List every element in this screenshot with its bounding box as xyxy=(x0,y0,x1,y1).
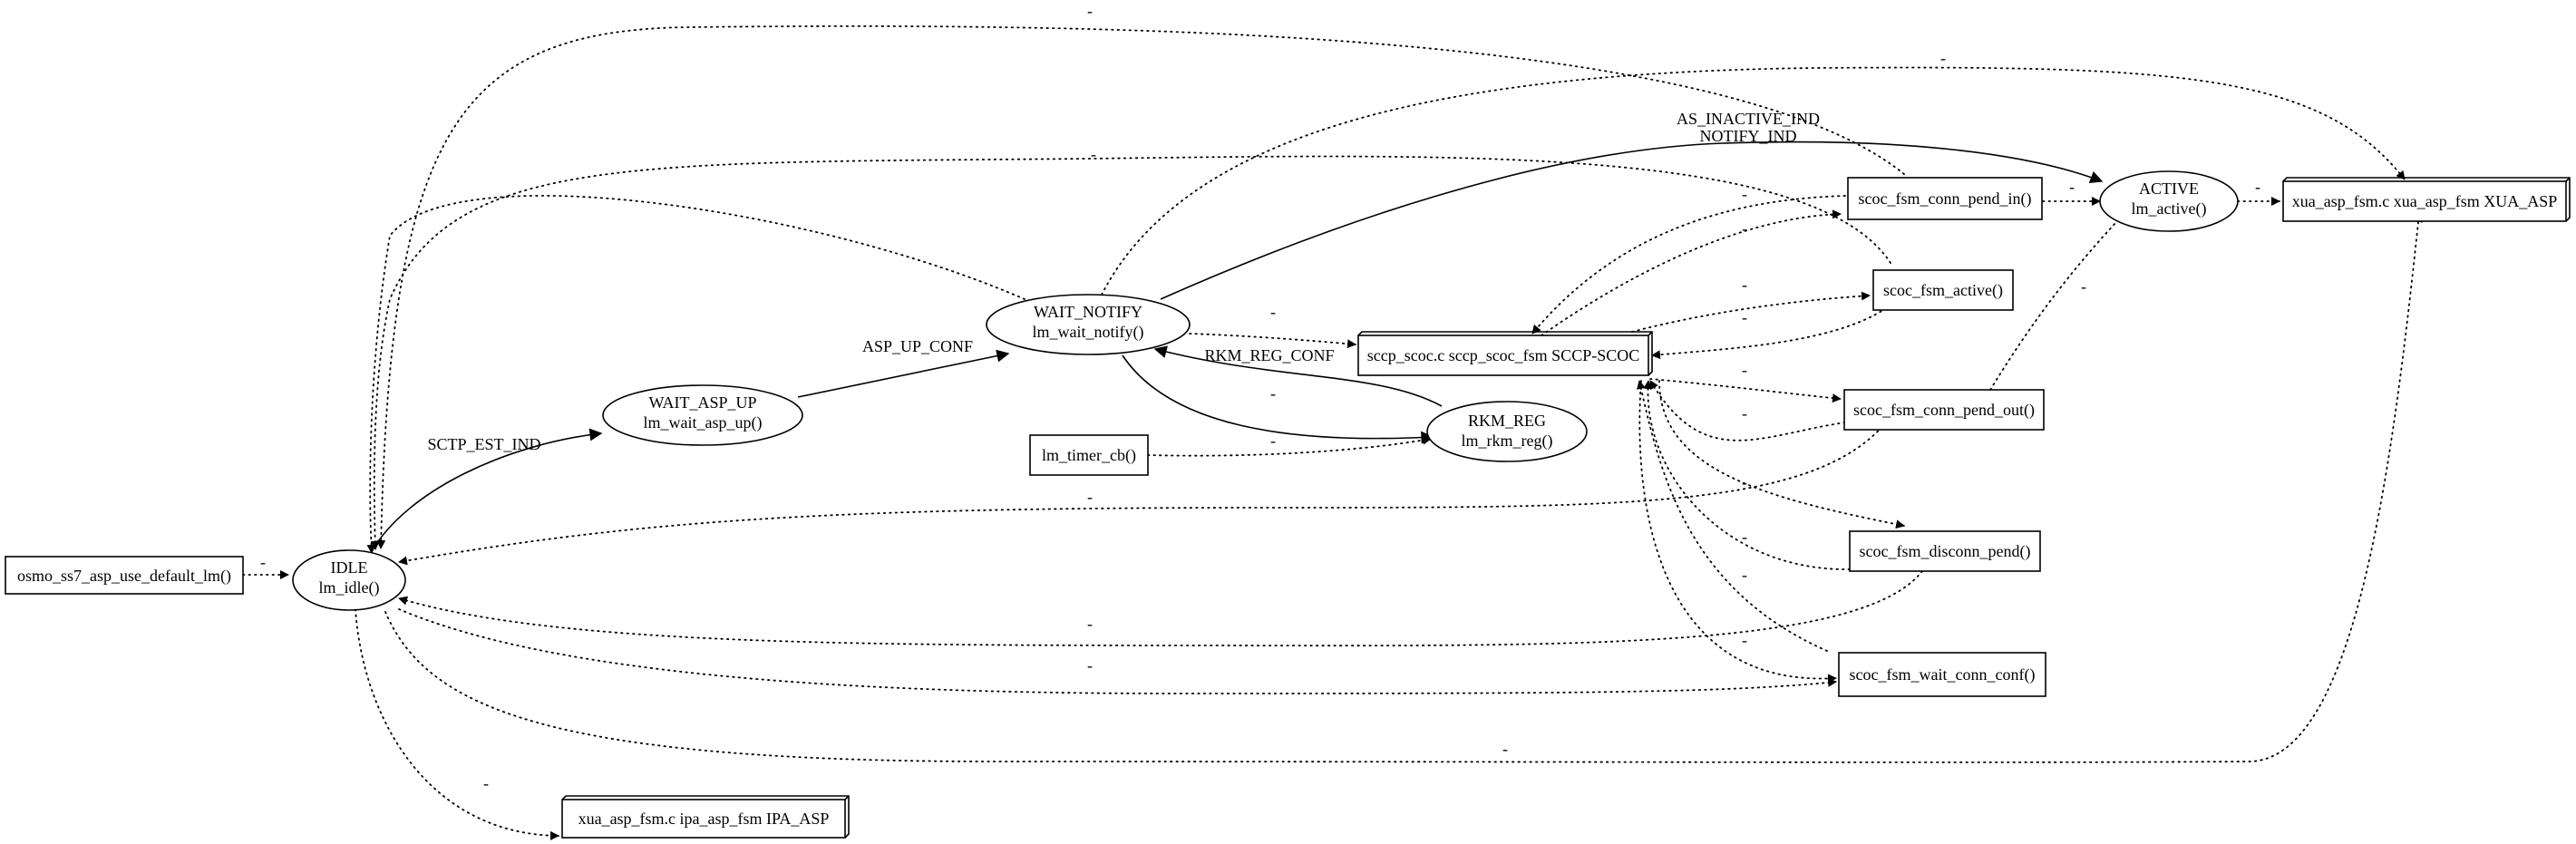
edge-idle-to-ipa-asp xyxy=(355,608,559,840)
node-wait-notify[interactable]: WAIT_NOTIFY lm_wait_notify() xyxy=(986,294,1191,355)
node-label-title: WAIT_NOTIFY xyxy=(1034,303,1142,321)
edge-wait-notify-to-rkm-reg xyxy=(1122,354,1434,444)
node-label-title: ACTIVE xyxy=(2139,179,2199,198)
node-label-title: RKM_REG xyxy=(1468,412,1546,430)
label-dash-pend-out-b: - xyxy=(1742,404,1747,422)
label-dash-idle-ipa: - xyxy=(483,774,489,792)
label-notify-ind: NOTIFY_IND xyxy=(1700,127,1797,145)
node-label: xua_asp_fsm.c xua_asp_fsm XUA_ASP xyxy=(2292,192,2557,210)
label-asp-up-conf: ASP_UP_CONF xyxy=(862,337,973,355)
node-label: osmo_ss7_asp_use_default_lm() xyxy=(17,567,231,586)
label-dash-pend-out-idle: - xyxy=(1087,488,1093,506)
node-scoc-fsm-active[interactable]: scoc_fsm_active() xyxy=(1872,269,2014,311)
node-label-func: lm_rkm_reg() xyxy=(1462,432,1553,451)
label-dash-disconn-a: - xyxy=(1742,473,1747,491)
edge-sccp-to-conn-pend-out xyxy=(1649,378,1842,403)
label-dash-pend-out-active: - xyxy=(2081,277,2086,296)
label-dash-wait-conn-b: - xyxy=(1742,631,1747,649)
edge-conn-pend-out-to-idle xyxy=(398,422,1887,566)
edge-sccp-to-wait-conn-conf xyxy=(1638,380,1837,684)
edge-wait-notify-to-idle xyxy=(366,195,1026,554)
edge-disconn-pend-to-idle xyxy=(398,570,1923,647)
label-dash-pend-in-a: - xyxy=(1742,185,1747,203)
label-dash-disconn-b: - xyxy=(1742,528,1747,546)
node-label-func: lm_idle() xyxy=(319,578,380,597)
label-dash-active-a: - xyxy=(1742,276,1747,294)
node-scoc-fsm-conn-pend-in[interactable]: scoc_fsm_conn_pend_in() xyxy=(1847,177,2043,220)
node-rkm-reg[interactable]: RKM_REG lm_rkm_reg() xyxy=(1426,401,1588,462)
label-dash-notify-rkm: - xyxy=(1270,384,1276,403)
label-as-inactive-ind: AS_INACTIVE_IND xyxy=(1677,110,1820,128)
edge-wait-notify-to-sccp-scoc xyxy=(1189,333,1356,349)
node-active[interactable]: ACTIVE lm_active() xyxy=(2099,170,2239,232)
label-sctp-est-ind: SCTP_EST_IND xyxy=(427,435,540,453)
edge-idle-to-xua-asp xyxy=(384,213,2424,763)
label-dash-active-xua: - xyxy=(2255,178,2260,196)
node-label: scoc_fsm_conn_pend_out() xyxy=(1853,401,2035,420)
label-dash-pend-in-active: - xyxy=(2069,178,2075,196)
node-label: scoc_fsm_wait_conn_conf() xyxy=(1850,665,2036,684)
node-label: lm_timer_cb() xyxy=(1042,446,1136,465)
node-label-func: lm_wait_asp_up() xyxy=(644,413,763,432)
node-label: sccp_scoc.c sccp_scoc_fsm SCCP-SCOC xyxy=(1367,346,1639,364)
edge-wait-asp-up-to-wait-notify xyxy=(797,349,1010,398)
edge-sccp-to-disconn-pend xyxy=(1658,380,1905,529)
edge-timer-cb-to-rkm-reg xyxy=(1147,435,1432,457)
label-dash-idle-wait-conn: - xyxy=(1087,656,1093,674)
edge-idle-to-wait-conn-conf xyxy=(398,608,1837,694)
node-label-title: WAIT_ASP_UP xyxy=(648,393,756,412)
node-scoc-fsm-conn-pend-out[interactable]: scoc_fsm_conn_pend_out() xyxy=(1843,389,2045,431)
node-scoc-fsm-wait-conn-conf[interactable]: scoc_fsm_wait_conn_conf() xyxy=(1838,652,2046,697)
node-label: scoc_fsm_active() xyxy=(1883,281,2003,300)
edge-wait-conn-conf-to-sccp xyxy=(1637,380,1828,652)
node-sccp-scoc[interactable]: sccp_scoc.c sccp_scoc_fsm SCCP-SCOC xyxy=(1357,331,1653,376)
node-label-func: lm_wait_notify() xyxy=(1033,323,1144,342)
node-idle[interactable]: IDLE lm_idle() xyxy=(292,549,406,611)
node-label: xua_asp_fsm.c ipa_asp_fsm IPA_ASP xyxy=(578,810,830,828)
node-wait-asp-up[interactable]: WAIT_ASP_UP lm_wait_asp_up() xyxy=(602,384,803,446)
label-dash-pend-in-b: - xyxy=(1742,219,1747,238)
label-dash-timer: - xyxy=(1270,432,1276,450)
edge-rkm-reg-to-wait-notify xyxy=(1153,345,1443,407)
label-dash-notify-sccp: - xyxy=(1270,303,1276,321)
label-dash-top3: - xyxy=(1091,145,1096,163)
label-dash-top2: - xyxy=(1940,49,1946,67)
edge-wait-notify-to-xua-asp xyxy=(1101,66,2406,296)
label-dash-idle-xua: - xyxy=(1502,740,1508,758)
label-dash-top1: - xyxy=(1087,2,1093,20)
edge-wait-notify-to-active xyxy=(1160,141,2104,300)
edge-conn-pend-in-to-sccp xyxy=(1531,195,1846,335)
node-ipa-asp[interactable]: xua_asp_fsm.c ipa_asp_fsm IPA_ASP xyxy=(561,795,850,839)
node-osmo-ss7-asp-use-default-lm[interactable]: osmo_ss7_asp_use_default_lm() xyxy=(5,556,244,595)
edge-scoc-active-to-idle xyxy=(370,155,1891,550)
label-dash-osmo: - xyxy=(260,553,266,571)
label-dash-wait-conn-a: - xyxy=(1742,566,1747,584)
label-rkm-reg-conf: RKM_REG_CONF xyxy=(1204,346,1334,364)
label-dash-active-b: - xyxy=(1742,308,1747,326)
edge-sccp-to-conn-pend-in xyxy=(1541,209,1842,336)
edge-labels: SCTP_EST_IND ASP_UP_CONF RKM_REG_CONF AS… xyxy=(260,2,2260,792)
edge-sccp-to-scoc-active xyxy=(1631,291,1871,333)
node-scoc-fsm-disconn-pend[interactable]: scoc_fsm_disconn_pend() xyxy=(1849,530,2041,572)
label-dash-disconn-idle: - xyxy=(1087,615,1093,633)
edges xyxy=(242,24,2424,840)
label-dash-pend-out-a: - xyxy=(1742,361,1747,379)
edge-conn-pend-out-to-sccp xyxy=(1649,380,1846,441)
edge-idle-to-wait-asp-up xyxy=(371,428,603,552)
edge-conn-pend-in-to-idle xyxy=(376,24,1905,549)
node-label-title: IDLE xyxy=(331,558,368,577)
node-label: scoc_fsm_conn_pend_in() xyxy=(1859,189,2032,209)
edge-conn-pend-out-to-active xyxy=(1989,204,2134,391)
edge-disconn-pend-to-sccp xyxy=(1643,380,1851,570)
node-xua-asp[interactable]: xua_asp_fsm.c xua_asp_fsm XUA_ASP xyxy=(2282,177,2571,222)
node-label-func: lm_active() xyxy=(2132,199,2207,218)
nodes: osmo_ss7_asp_use_default_lm() IDLE lm_id… xyxy=(5,170,2571,839)
edge-scoc-active-to-sccp xyxy=(1651,307,1887,360)
node-lm-timer-cb[interactable]: lm_timer_cb() xyxy=(1029,434,1149,476)
node-label: scoc_fsm_disconn_pend() xyxy=(1860,542,2031,561)
